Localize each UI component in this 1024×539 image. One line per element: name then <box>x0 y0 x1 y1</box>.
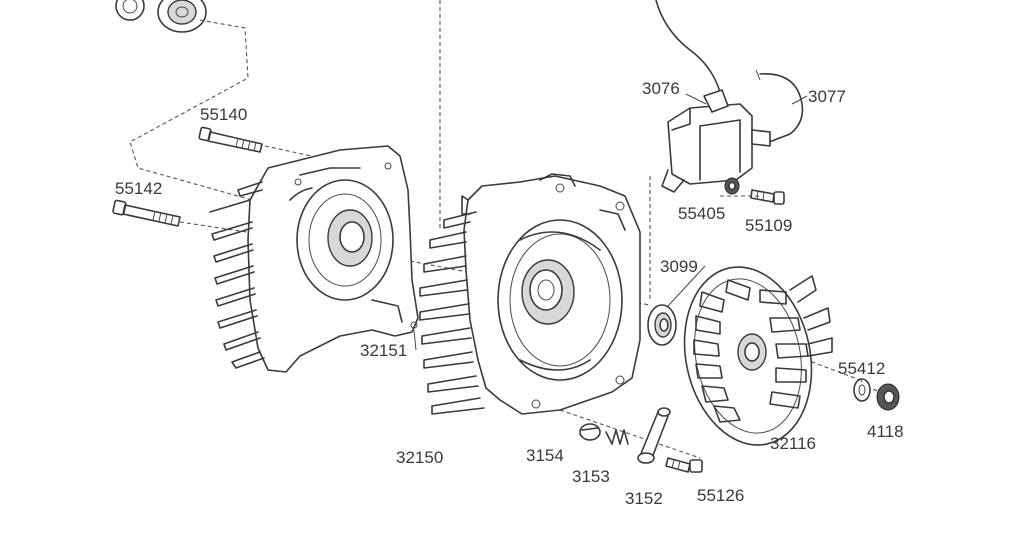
label-32116: 32116 <box>770 434 817 453</box>
label-55109: 55109 <box>745 216 793 235</box>
label-3077: 3077 <box>808 87 846 106</box>
label-3152: 3152 <box>625 489 663 508</box>
label-3076: 3076 <box>642 79 680 98</box>
top-bearing-seal <box>115 0 207 33</box>
bolt-55140 <box>198 126 263 153</box>
label-55142: 55142 <box>115 179 163 198</box>
bolt-55142 <box>112 199 181 227</box>
label-55126: 55126 <box>697 486 745 505</box>
label-55412: 55412 <box>838 359 886 378</box>
crankcase-half-32150 <box>419 173 641 415</box>
plug-3154 <box>579 423 601 441</box>
label-55405: 55405 <box>678 204 726 223</box>
label-55140: 55140 <box>200 105 248 124</box>
washer-55405 <box>724 177 740 195</box>
lever-3152 <box>637 407 671 464</box>
crankcase-half-32151 <box>209 145 419 373</box>
label-3099: 3099 <box>660 257 698 276</box>
screw-55126 <box>665 457 703 473</box>
flywheel-32116 <box>683 266 833 446</box>
label-3154: 3154 <box>526 446 564 465</box>
washer-55412 <box>853 378 871 402</box>
label-4118: 4118 <box>867 422 904 441</box>
seal-3099 <box>647 304 677 346</box>
label-3153: 3153 <box>572 467 610 486</box>
nut-4118 <box>876 383 900 411</box>
label-32151: 32151 <box>360 341 408 360</box>
leader-lines <box>413 93 863 383</box>
spring-3153 <box>605 429 629 445</box>
label-32150: 32150 <box>396 448 444 467</box>
screw-55109 <box>750 189 785 205</box>
ignition-coil-3076 <box>655 0 804 193</box>
